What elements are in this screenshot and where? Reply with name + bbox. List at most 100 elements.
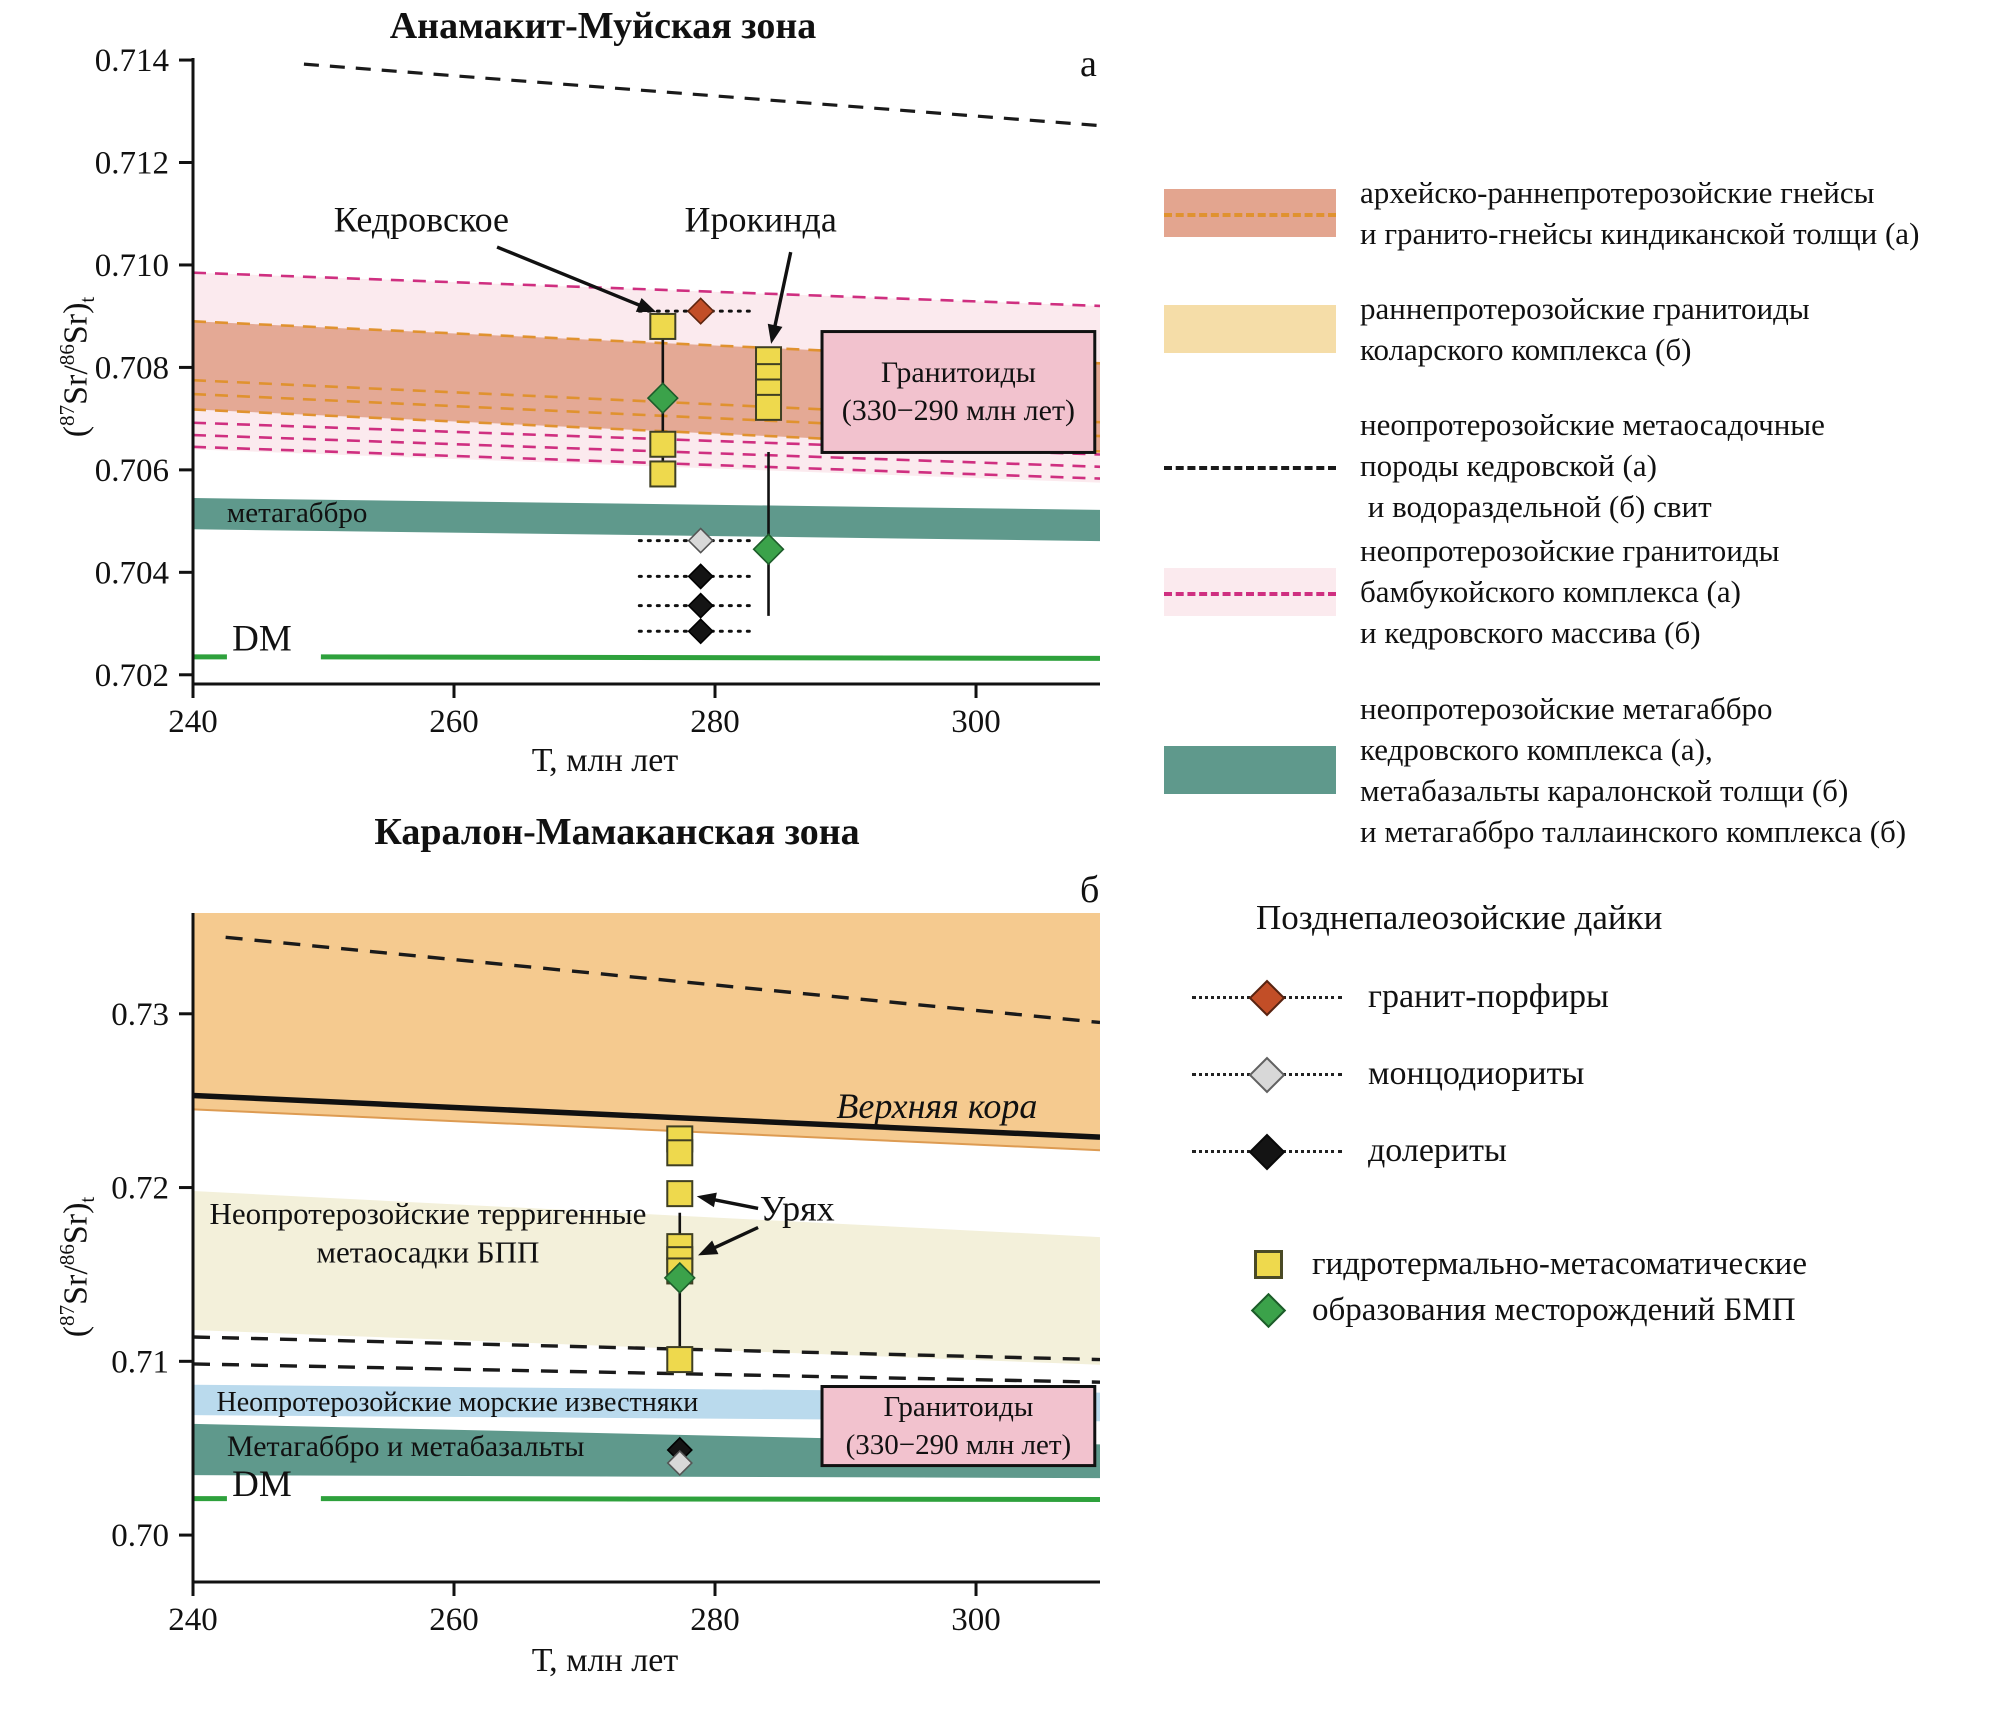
red-diamond-icon [1248, 979, 1286, 1016]
legend-line: коларского комплекса (б) [1360, 332, 1692, 367]
y-tick-label: 0.708 [95, 350, 169, 386]
legend-item-gneiss: архейско-раннепротерозойские гнейсы и гр… [1164, 172, 1919, 254]
deposits-text: гидротермально-метасоматические [1312, 1246, 1807, 1282]
dotted-line-icon [1192, 1056, 1342, 1093]
legend-item-text: архейско-раннепротерозойские гнейсы и гр… [1360, 172, 1919, 254]
granitoids-box [820, 330, 1097, 454]
legend-line: кедровского комплекса (а), [1360, 732, 1713, 767]
legend-item-text: неопротерозойские метагаббро кедровского… [1360, 688, 1906, 852]
marker-square [666, 1139, 694, 1167]
legend-line: неопротерозойские метаосадочные [1360, 407, 1825, 442]
annotation-arrowhead [696, 1192, 717, 1208]
dashed-pair-lower [193, 1362, 1100, 1384]
annotation-label: Урях [760, 1189, 835, 1229]
kedrovsky-massif-line-3 [193, 445, 1100, 480]
kedrovsky-massif-line-2 [193, 433, 1100, 469]
annotation-label: метагаббро [227, 497, 367, 529]
y-tick-label: 0.714 [95, 43, 169, 79]
dotted-line-icon [1192, 1133, 1342, 1170]
x-tick-label: 260 [429, 704, 479, 740]
legend-dike-granite-porphyry: гранит-порфиры [1192, 977, 1609, 1017]
plot-content [193, 913, 1100, 1502]
annotation-label: Ирокинда [685, 200, 837, 240]
y-tick-label: 0.702 [95, 658, 169, 694]
chart-b-x-axis-label: Т, млн лет [531, 1642, 679, 1679]
legend-line: раннепротерозойские гранитоиды [1360, 291, 1810, 326]
legend-line: метабазальты каралонской толщи (б) [1360, 773, 1849, 808]
annotation-arrowhead [698, 1240, 719, 1256]
marker-square [666, 1180, 694, 1208]
annotation-label: Верхняя кора [836, 1086, 1037, 1126]
annotation-arrow [706, 1196, 759, 1211]
annotation-label: Неопротерозойские морские известняки [216, 1387, 698, 1418]
legend-line: бамбукойского комплекса (а) [1360, 574, 1741, 609]
dike-label: монцодиориты [1368, 1055, 1585, 1092]
annotation-arrow [771, 251, 793, 334]
marker-square [666, 1346, 694, 1374]
marker-diamond [752, 533, 785, 566]
teal-band-swatch [1164, 746, 1336, 794]
dashed-pair-upper [193, 1335, 1100, 1362]
granitoids-box-text: (330−290 млн лет) [842, 394, 1075, 427]
x-tick-label: 260 [429, 1602, 479, 1638]
marker-diamond [687, 563, 714, 590]
magenta-dashed-line-icon [1164, 591, 1336, 596]
chart-b-title: Каралон-Мамаканская зона [374, 811, 860, 853]
kedrovskaya-metasediments-line [303, 62, 1100, 128]
gray-diamond-icon [1248, 1056, 1286, 1093]
black-dashed-line-swatch [1164, 442, 1336, 490]
y-tick-label: 0.706 [95, 453, 169, 489]
upper-crust-line [193, 1092, 1100, 1140]
black-dashed-line-icon [1164, 465, 1336, 470]
dikes-heading: Позднепалеозойские дайки [1256, 898, 1663, 937]
y-tick-label: 0.71 [111, 1344, 169, 1380]
marker-diamond [687, 527, 714, 554]
y-tick-label: 0.70 [111, 1518, 169, 1554]
granitoids-box [820, 1385, 1097, 1468]
deposit-icon-cell [1244, 1292, 1292, 1329]
black-diamond-icon [1248, 1133, 1286, 1170]
legend-item-text: неопротерозойские гранитоиды бамбукойско… [1360, 530, 1779, 653]
legend-item-metasediments: неопротерозойские метаосадочные породы к… [1164, 404, 1825, 527]
x-tick-label: 300 [951, 704, 1001, 740]
legend-line: и гранито-гнейсы киндиканской толщи (а) [1360, 216, 1920, 251]
dotted-line-icon [1192, 979, 1342, 1016]
x-tick-label: 240 [168, 704, 218, 740]
marker-diamond [663, 1261, 696, 1294]
dm-line [320, 1496, 1100, 1502]
marker-diamond [686, 297, 715, 325]
vodorazdelnaya-metasediments-line [225, 935, 1100, 1025]
marker-diamond [666, 1449, 693, 1477]
yellow-square-icon [1253, 1250, 1283, 1279]
chart-a-x-axis-label: Т, млн лет [531, 742, 679, 779]
legend-deposits-row-1: гидротермально-метасоматические [1244, 1246, 1807, 1283]
x-tick-label: 280 [690, 704, 740, 740]
upper-crust-field [193, 913, 1100, 1151]
legend-item-text: неопротерозойские метаосадочные породы к… [1360, 404, 1825, 527]
chart-a-panel-letter: а [1080, 43, 1097, 85]
annotation-label: Метагаббро и метабазальты [227, 1430, 584, 1463]
deposit-icon-cell [1244, 1250, 1292, 1279]
y-tick-label: 0.72 [111, 1171, 169, 1207]
annotation-label: метаосадки БПП [316, 1234, 539, 1269]
annotation-arrow [496, 245, 648, 310]
legend-item-metagabbro: неопротерозойские метагаббро кедровского… [1164, 688, 1906, 852]
legend-dike-monzodiorite: монцодиориты [1192, 1054, 1584, 1094]
legend-dike-dolerite: долериты [1192, 1131, 1507, 1171]
metagabbro-band [193, 498, 1100, 542]
x-tick-label: 240 [168, 1602, 218, 1638]
legend-line: породы кедровской (а) [1360, 448, 1657, 483]
annotation-arrow [706, 1225, 759, 1253]
y-tick-label: 0.710 [95, 248, 169, 284]
dike-label: долериты [1368, 1132, 1507, 1169]
granitoids-box-text: (330−290 млн лет) [846, 1429, 1072, 1461]
annotation-arrowhead [635, 297, 657, 313]
annotation-arrowhead [767, 323, 783, 344]
orange-dashed-line-icon [1164, 213, 1336, 217]
bambukoy-top-line [193, 271, 1100, 308]
legend-line: архейско-раннепротерозойские гнейсы [1360, 175, 1875, 210]
marker-square [755, 393, 783, 421]
annotation-label: Неопротерозойские терригенные [209, 1196, 646, 1231]
upper-crust-field-edge [193, 1108, 1100, 1152]
